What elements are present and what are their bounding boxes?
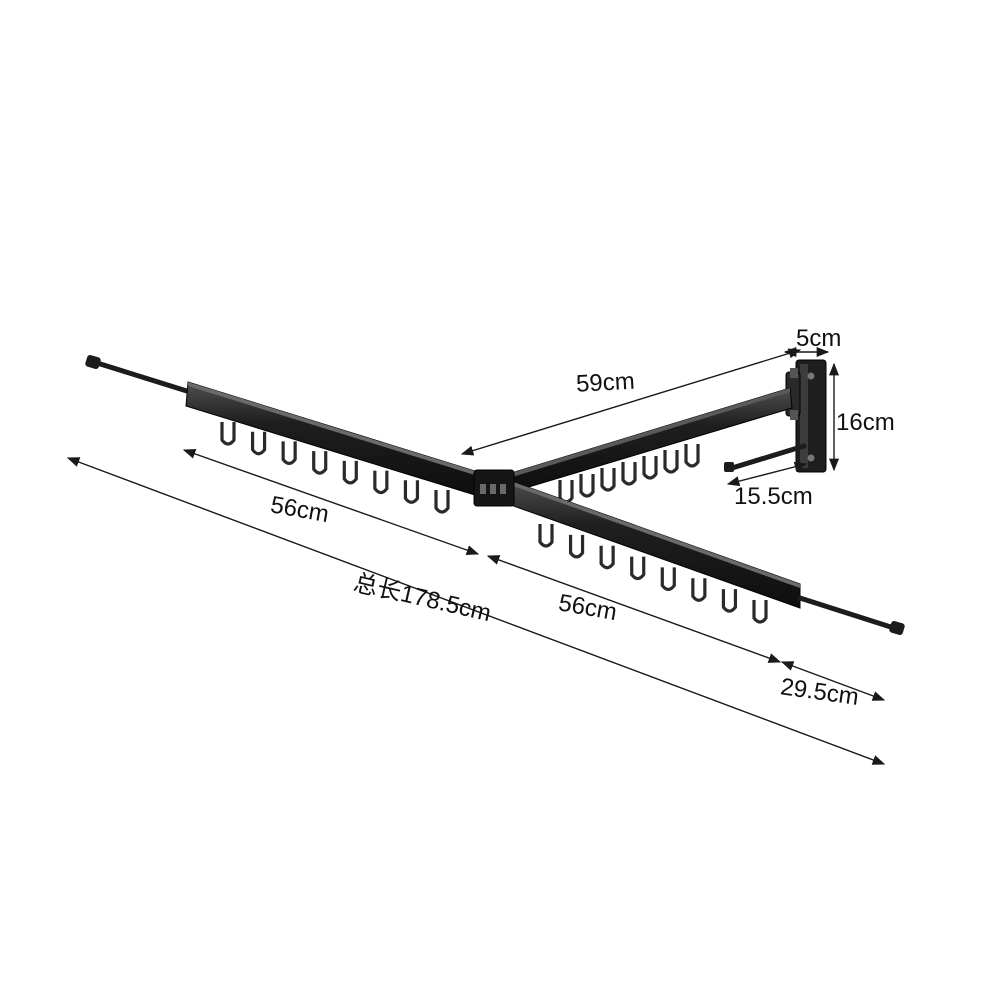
label-right-section: 56cm xyxy=(556,589,618,626)
wall-bracket xyxy=(785,359,827,473)
left-main-bar xyxy=(185,381,479,497)
left-bar-hook xyxy=(250,431,267,456)
label-bracket-height: 16cm xyxy=(836,409,895,436)
arm-hook xyxy=(642,456,658,480)
right-rod xyxy=(797,595,905,636)
right-bar-hook xyxy=(660,567,676,592)
label-bottom-rod: 15.5cm xyxy=(734,483,813,510)
arm-hook xyxy=(684,444,700,468)
right-bar-hook xyxy=(538,524,554,548)
label-extension: 29.5cm xyxy=(779,673,861,711)
left-bar-hook xyxy=(434,490,450,514)
left-bar-hook xyxy=(403,480,420,504)
left-bar-hook xyxy=(281,441,297,466)
center-hub xyxy=(473,469,515,507)
arm-hook xyxy=(663,450,679,474)
dim-arm-length-line xyxy=(460,348,802,456)
label-left-section: 56cm xyxy=(268,491,330,528)
arm-hook xyxy=(579,474,595,498)
right-bar-hook xyxy=(568,534,585,559)
right-bar-hook xyxy=(599,545,615,570)
label-total-length: 总长178.5cm xyxy=(351,569,494,627)
left-bar-hook xyxy=(373,470,389,495)
dimension-labels: 5cm 59cm 16cm 15.5cm 56cm 56cm 29.5cm 总长… xyxy=(268,325,894,711)
right-bar-hook xyxy=(691,578,707,602)
left-bar-hook xyxy=(312,451,328,475)
left-bar-hook xyxy=(342,460,358,485)
right-bar-hook xyxy=(752,600,768,624)
right-bar-hook xyxy=(721,589,738,613)
dimension-lines xyxy=(66,346,886,765)
arm-hook xyxy=(621,462,637,486)
arm-hook xyxy=(600,468,616,492)
left-bar-hook xyxy=(220,422,236,446)
label-top-width: 5cm xyxy=(796,325,841,352)
label-arm-length: 59cm xyxy=(575,368,635,398)
left-rod xyxy=(85,354,193,395)
dim-total-length-line xyxy=(66,457,886,765)
right-bar-hook xyxy=(630,556,646,581)
